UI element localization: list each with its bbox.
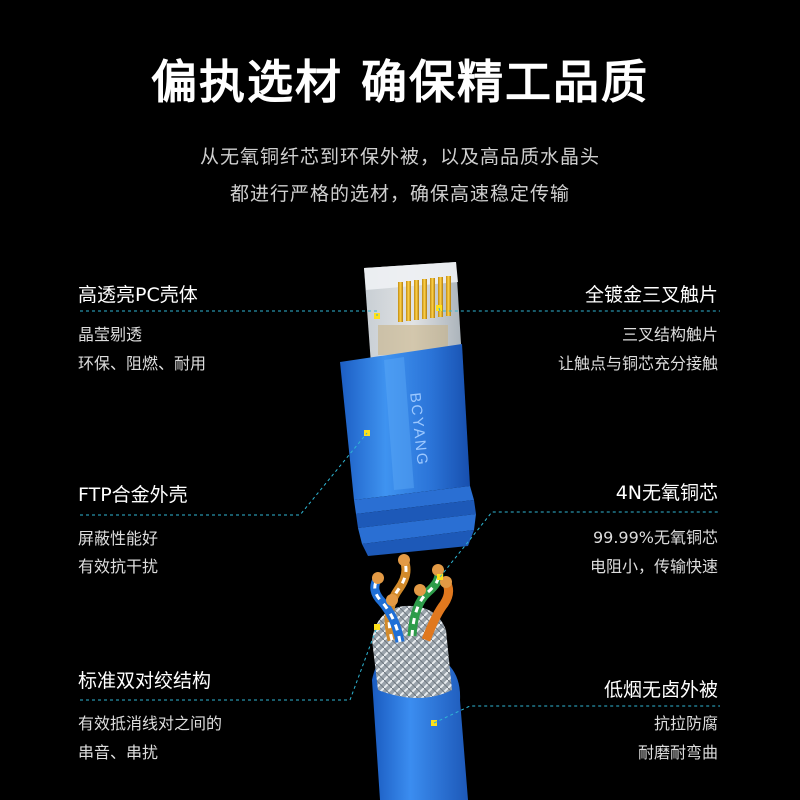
feature-jacket-line-2: 耐磨耐弯曲 xyxy=(637,743,718,762)
callout-leaders xyxy=(80,307,720,724)
feature-copper-core-line-2: 电阻小，传输快速 xyxy=(589,557,718,576)
page-title: 偏执选材 确保精工品质 xyxy=(150,55,649,109)
feature-jacket-title: 低烟无卤外被 xyxy=(603,679,718,701)
feature-ftp-shell-line-1: 屏蔽性能好 xyxy=(78,529,159,548)
feature-twisted-pair-title: 标准双对绞结构 xyxy=(78,670,212,692)
subtitle-line-2: 都进行严格的选材，确保高速稳定传输 xyxy=(229,183,570,205)
feature-copper-core-title: 4N无氧铜芯 xyxy=(615,482,718,504)
connector-boot: BCYANG xyxy=(340,344,476,556)
feature-gold-contacts-title: 全镀金三叉触片 xyxy=(584,284,718,306)
gold-contacts xyxy=(398,276,451,322)
twisted-pairs xyxy=(370,554,454,643)
cable-cross-section xyxy=(370,554,468,800)
feature-pc-shell-title: 高透亮PC壳体 xyxy=(78,284,198,306)
feature-twisted-pair-line-1: 有效抵消线对之间的 xyxy=(78,714,223,733)
feature-jacket-line-1: 抗拉防腐 xyxy=(653,714,718,733)
feature-pc-shell-line-1: 晶莹剔透 xyxy=(78,325,143,344)
feature-ftp-shell-title: FTP合金外壳 xyxy=(78,484,188,506)
feature-gold-contacts-line-2: 让触点与铜芯充分接触 xyxy=(557,354,718,373)
feature-pc-shell-line-2: 环保、阻燃、耐用 xyxy=(78,354,207,373)
feature-twisted-pair-line-2: 串音、串扰 xyxy=(78,743,159,762)
feature-gold-contacts-line-1: 三叉结构触片 xyxy=(621,325,718,344)
subtitle-line-1: 从无氧铜纤芯到环保外被，以及高品质水晶头 xyxy=(199,146,600,168)
feature-copper-core-line-1: 99.99%无氧铜芯 xyxy=(592,528,718,547)
feature-ftp-shell-line-2: 有效抗干扰 xyxy=(78,557,159,576)
